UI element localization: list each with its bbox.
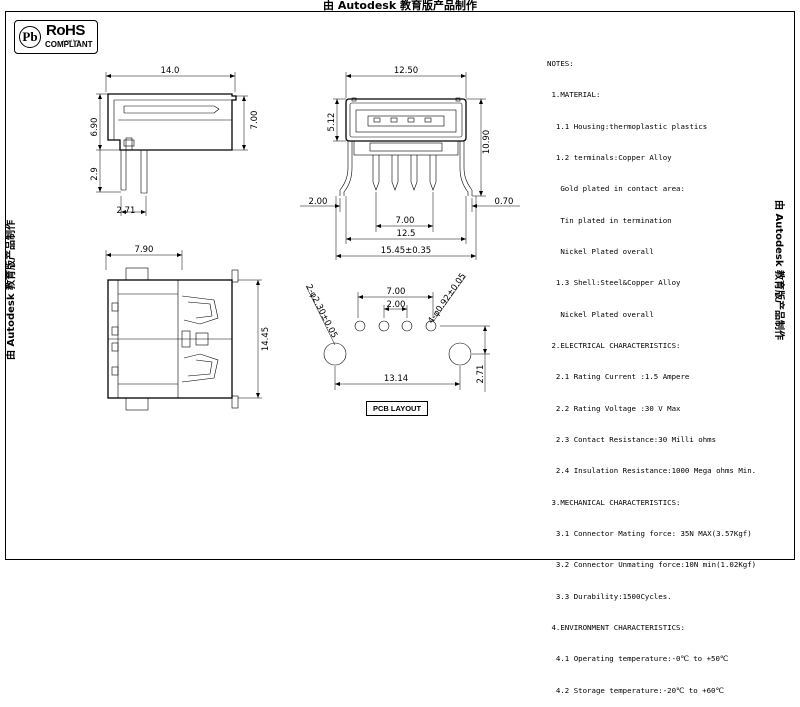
notes-line: 1.MATERIAL: [547,90,601,100]
dim-side-pin-length: 2.9 [90,167,100,181]
sheet-border [5,11,795,560]
notes-line: 2.1 Rating Current :1.5 Ampere [547,372,690,382]
rohs-pb-symbol: Pb [19,26,41,48]
pcb-pin-hole [425,320,437,332]
dim-pcb-mount-span: 13.14 [384,374,408,384]
side-view: 14.0 6.90 7.00 2.9 [90,66,260,216]
dim-front-body-width: 12.5 [397,229,416,239]
notes-line: Nickel Plated overall [547,246,654,256]
dim-front-right-offset: 0.70 [495,197,514,207]
dim-front-height: 5.12 [327,113,337,132]
notes-line: 2.3 Contact Resistance:30 Milli ohms [547,435,717,445]
dim-front-pin-span: 7.00 [396,216,415,226]
dim-front-overall-width: 15.45±0.35 [381,246,431,256]
notes-line: 4.2 Storage temperature:-20℃ to +60℃ [547,685,724,695]
dim-front-total-height: 10.90 [482,130,492,154]
dim-side-height: 6.90 [90,118,100,137]
pcb-mount-hole [448,342,472,366]
notes-line: 1.1 Housing:thermoplastic plastics [547,121,708,131]
dim-pcb-inner-pitch: 2.00 [387,300,406,310]
notes-line: 2.2 Rating Voltage :30 V Max [547,403,681,413]
notes-line: NOTES: [547,58,574,68]
notes-line: Gold plated in contact area: [547,184,685,194]
rohs-subtitle: COMPLIANT [45,40,93,49]
dim-pcb-large-hole: 2-φ2.30±0.05 [303,283,339,340]
left-banner: 由 Autodesk 教育版产品制作 [4,220,17,360]
dim-front-left-offset: 2.00 [309,197,328,207]
pcb-mount-hole [323,342,347,366]
notes-line: Tin plated in termination [547,215,672,225]
notes-line: 1.3 Shell:Steel&Copper Alloy [547,278,681,288]
notes-line: 4.ENVIRONMENT CHARACTERISTICS: [547,623,685,633]
notes-line: 4.1 Operating temperature:-0℃ to +50℃ [547,654,729,664]
dim-top-length: 14.45 [261,327,271,351]
rohs-title: RoHS [46,22,85,39]
dim-top-depth: 7.90 [135,245,154,255]
notes-line: 2.ELECTRICAL CHARACTERISTICS: [547,341,681,350]
top-banner: 由 Autodesk 教育版产品制作 [323,0,477,12]
drawing-sheet: 由 Autodesk 教育版产品制作 由 Autodesk 教育版产品制作 由 … [4,0,795,560]
notes-line: 2.4 Insulation Resistance:1000 Mega ohms… [547,466,757,476]
dim-side-pin-offset: 2.71 [117,206,136,216]
dim-pcb-outer-pitch: 7.00 [387,287,406,297]
dim-side-right-height: 7.00 [250,111,260,130]
pcb-pin-hole [401,320,413,332]
front-view: 12.50 5.12 [300,66,520,260]
pcb-layout: 7.00 2.00 2-φ2.30±0.05 4-φ0.92±0.05 13.1… [303,272,490,392]
notes-line: 3.3 Durability:1500Cycles. [547,591,672,601]
right-banner: 由 Autodesk 教育版产品制作 [773,200,786,340]
pcb-pin-hole [378,320,390,332]
dim-pcb-small-hole: 4-φ0.92±0.05 [426,272,468,326]
pcb-layout-label: PCB LAYOUT [366,401,428,416]
rohs-logo: Pb RoHS Lead free COMPLIANT [14,20,98,54]
dim-front-width: 12.50 [394,66,418,76]
dim-pcb-mount-offset: 2.71 [476,365,486,384]
notes-line: 3.1 Connector Mating force: 35N MAX(3.57… [547,529,752,539]
rohs-tiny: Lead free [63,38,80,43]
dim-side-width: 14.0 [161,66,180,76]
notes-line: 3.2 Connector Unmating force:10N min(1.0… [547,560,757,570]
notes-line: 3.MECHANICAL CHARACTERISTICS: [547,497,681,507]
notes-block: NOTES: 1.MATERIAL: 1.1 Housing:thermopla… [547,38,792,707]
notes-line: 1.2 terminals:Copper Alloy [547,152,672,162]
notes-line: Nickel Plated overall [547,309,654,319]
pcb-pin-hole [354,320,366,332]
top-view: 7.90 14.45 [105,245,271,411]
